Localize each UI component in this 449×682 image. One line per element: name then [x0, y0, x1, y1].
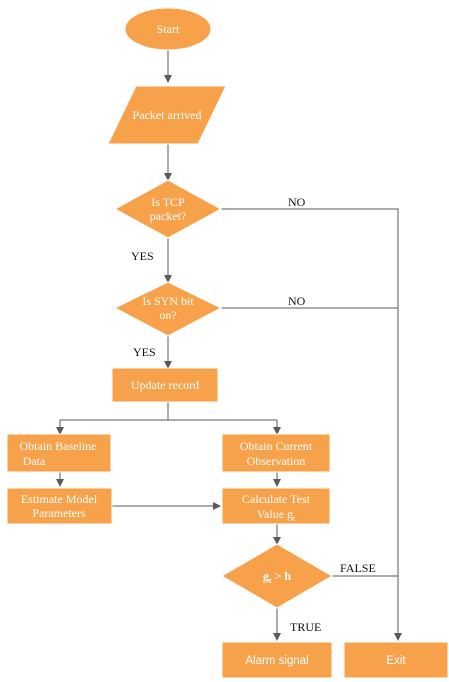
packet-arrived-label: Packet arrived	[133, 108, 202, 122]
alarm-signal-process	[221, 641, 333, 679]
edge-labels: NO YES NO YES FALSE TRUE	[131, 195, 376, 634]
gt-greater-h-label: gt > h	[263, 569, 292, 585]
is-syn-label-line1: Is SYN bit	[142, 294, 194, 308]
exit-label: Exit	[386, 655, 406, 667]
update-record-label: Update record	[131, 378, 199, 392]
obtain-baseline-label-line1: Obtain Baseline	[20, 439, 97, 453]
exit-process	[343, 641, 449, 679]
tcp-no-label: NO	[288, 195, 306, 209]
start-label: Start	[157, 22, 180, 36]
is-syn-decision	[113, 281, 223, 337]
obtain-current-label-line1: Obtain Current	[240, 439, 313, 453]
tcp-yes-label: YES	[131, 249, 154, 263]
obtain-baseline-process	[6, 433, 112, 473]
calculate-test-value-subscript: t	[293, 514, 296, 523]
calculate-test-process	[221, 487, 331, 525]
edge-tcp-no-to-exit	[221, 208, 402, 641]
gt-true-label: TRUE	[290, 620, 321, 634]
gt-greater-h-decision	[221, 543, 333, 609]
gt-false-label: FALSE	[340, 561, 376, 575]
is-tcp-decision	[113, 179, 223, 239]
start-terminal	[124, 7, 212, 51]
obtain-baseline-label-line2: Data	[23, 454, 46, 468]
calculate-test-label-line2: Value gt	[257, 507, 296, 523]
syn-yes-label: YES	[133, 345, 156, 359]
packet-arrived-io	[107, 85, 227, 145]
calculate-test-label-line1: Calculate Test	[242, 492, 311, 506]
is-tcp-label-line2: packet?	[150, 209, 187, 223]
estimate-model-process	[6, 487, 113, 525]
obtain-current-process	[221, 433, 331, 473]
edges	[56, 50, 402, 641]
gt-main: g	[263, 569, 269, 583]
estimate-model-label-line1: Estimate Model	[21, 492, 98, 506]
update-record-process	[111, 367, 219, 403]
obtain-current-label-line2: Observation	[247, 454, 306, 468]
estimate-model-label-line2: Parameters	[32, 506, 86, 520]
nodes: Start Packet arrived Is TCP packet? Is S…	[6, 7, 449, 679]
alarm-signal-label: Alarm signal	[245, 655, 308, 667]
gt-rest: > h	[272, 569, 292, 583]
calculate-test-value-text: Value g	[257, 507, 293, 521]
gt-subscript: t	[269, 576, 272, 585]
is-tcp-label-line1: Is TCP	[151, 195, 185, 209]
is-syn-label-line2: on?	[159, 308, 176, 322]
syn-no-label: NO	[288, 294, 306, 308]
